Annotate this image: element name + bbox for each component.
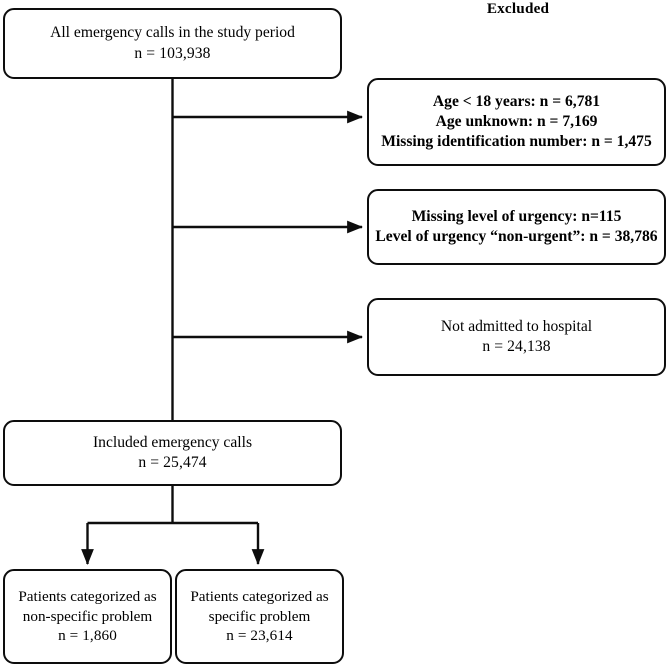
node-patients-non-specific-problem: Patients categorized as non-specific pro… [3, 569, 172, 664]
node-included-emergency-calls: Included emergency calls n = 25,474 [3, 420, 342, 486]
node-patients-non-specific-problem-line-1: Patients categorized as [18, 587, 157, 605]
node-patients-non-specific-problem-line-3: n = 1,860 [58, 627, 117, 645]
node-excluded-not-admitted-line-1: Not admitted to hospital [440, 317, 593, 335]
node-patients-specific-problem-line-2: specific problem [208, 607, 311, 625]
node-all-emergency-calls-line-2: n = 103,938 [134, 44, 211, 62]
node-excluded-not-admitted-line-2: n = 24,138 [482, 338, 551, 355]
node-excluded-urgency: Missing level of urgency: n=115 Level of… [367, 189, 666, 265]
node-all-emergency-calls: All emergency calls in the study period … [3, 8, 342, 79]
node-excluded-age-and-id: Age < 18 years: n = 6,781 Age unknown: n… [367, 78, 666, 166]
node-excluded-not-admitted: Not admitted to hospital n = 24,138 [367, 298, 666, 376]
node-excluded-age-and-id-line-3: Missing identification number: n = 1,475 [381, 133, 652, 151]
node-excluded-age-and-id-line-2: Age unknown: n = 7,169 [435, 112, 598, 130]
node-included-emergency-calls-line-1: Included emergency calls [92, 433, 253, 451]
node-patients-non-specific-problem-line-2: non-specific problem [22, 607, 153, 625]
node-included-emergency-calls-line-2: n = 25,474 [138, 454, 207, 471]
node-patients-specific-problem-line-1: Patients categorized as [190, 587, 329, 605]
node-patients-specific-problem: Patients categorized as specific problem… [175, 569, 344, 664]
node-excluded-age-and-id-line-1: Age < 18 years: n = 6,781 [432, 92, 601, 110]
node-excluded-urgency-line-1: Missing level of urgency: n=115 [411, 207, 622, 225]
node-all-emergency-calls-line-1: All emergency calls in the study period [50, 24, 295, 42]
excluded-column-header: Excluded [486, 0, 550, 17]
node-excluded-urgency-line-2: Level of urgency “non-urgent”: n = 38,78… [375, 228, 658, 245]
node-patients-specific-problem-line-3: n = 23,614 [226, 627, 293, 645]
